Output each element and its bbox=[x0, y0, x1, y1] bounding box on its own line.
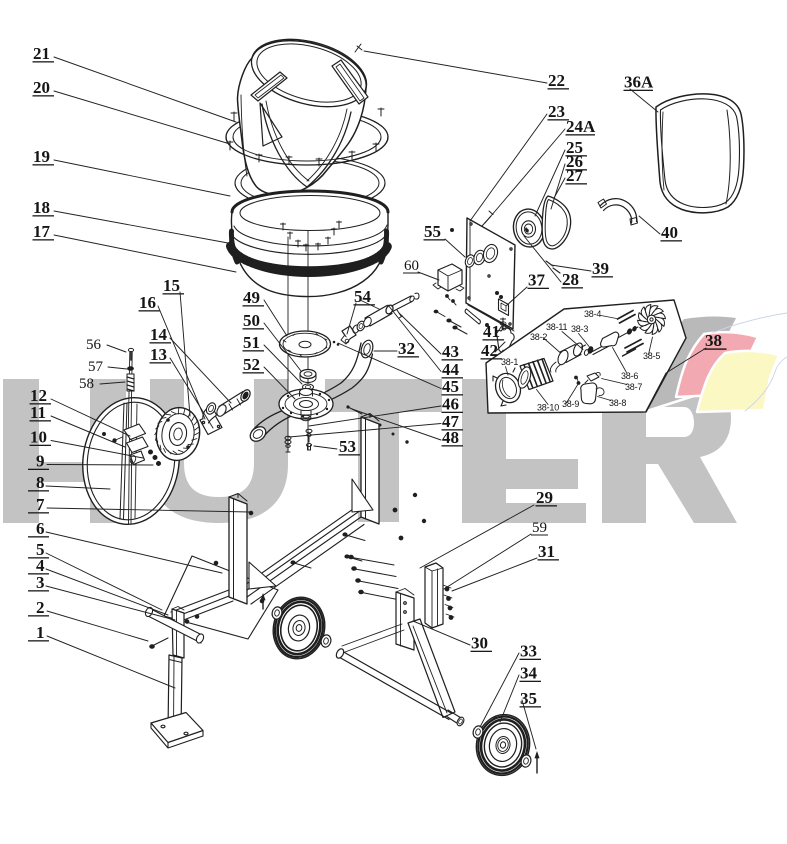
svg-text:12: 12 bbox=[30, 386, 47, 405]
svg-text:25: 25 bbox=[566, 138, 583, 157]
svg-text:37: 37 bbox=[528, 271, 546, 290]
svg-text:7: 7 bbox=[36, 495, 45, 514]
svg-text:51: 51 bbox=[243, 333, 260, 352]
svg-text:38-7: 38-7 bbox=[625, 382, 642, 392]
svg-text:38-3: 38-3 bbox=[571, 324, 588, 334]
svg-text:29: 29 bbox=[536, 488, 553, 507]
svg-text:32: 32 bbox=[398, 339, 415, 358]
svg-text:2: 2 bbox=[36, 598, 45, 617]
svg-text:53: 53 bbox=[339, 437, 356, 456]
svg-text:38-6: 38-6 bbox=[621, 371, 638, 381]
svg-text:23: 23 bbox=[548, 102, 565, 121]
svg-text:1: 1 bbox=[36, 623, 45, 642]
svg-text:13: 13 bbox=[150, 345, 167, 364]
svg-text:33: 33 bbox=[520, 642, 537, 661]
svg-text:5: 5 bbox=[36, 540, 45, 559]
svg-text:40: 40 bbox=[661, 223, 678, 242]
svg-text:38-1: 38-1 bbox=[501, 357, 518, 367]
svg-text:45: 45 bbox=[442, 377, 459, 396]
svg-text:16: 16 bbox=[139, 293, 156, 312]
svg-text:20: 20 bbox=[33, 78, 50, 97]
svg-text:38-4: 38-4 bbox=[584, 309, 601, 319]
svg-text:38-2: 38-2 bbox=[530, 332, 547, 342]
svg-text:31: 31 bbox=[538, 542, 555, 561]
svg-text:41: 41 bbox=[483, 322, 500, 341]
svg-text:59: 59 bbox=[532, 520, 547, 536]
svg-text:52: 52 bbox=[243, 355, 260, 374]
svg-text:8: 8 bbox=[36, 473, 45, 492]
svg-text:4: 4 bbox=[36, 556, 45, 575]
svg-text:47: 47 bbox=[442, 412, 460, 431]
svg-text:17: 17 bbox=[33, 222, 51, 241]
svg-text:22: 22 bbox=[548, 71, 565, 90]
svg-text:46: 46 bbox=[442, 395, 459, 414]
svg-text:39: 39 bbox=[592, 259, 609, 278]
svg-text:50: 50 bbox=[243, 311, 260, 330]
svg-text:24A: 24A bbox=[566, 117, 596, 136]
svg-text:19: 19 bbox=[33, 147, 50, 166]
svg-text:55: 55 bbox=[424, 222, 441, 241]
svg-text:10: 10 bbox=[30, 428, 47, 447]
svg-text:35: 35 bbox=[520, 689, 537, 708]
svg-text:15: 15 bbox=[163, 276, 180, 295]
svg-text:28: 28 bbox=[562, 270, 579, 289]
svg-text:44: 44 bbox=[442, 360, 460, 379]
svg-text:38: 38 bbox=[705, 331, 722, 350]
svg-text:57: 57 bbox=[88, 359, 104, 375]
svg-text:42: 42 bbox=[481, 341, 498, 360]
svg-text:26: 26 bbox=[566, 152, 583, 171]
svg-text:60: 60 bbox=[404, 258, 419, 274]
svg-text:49: 49 bbox=[243, 288, 260, 307]
svg-text:34: 34 bbox=[520, 664, 538, 683]
svg-text:58: 58 bbox=[79, 376, 94, 392]
svg-text:38-11: 38-11 bbox=[546, 322, 568, 332]
svg-text:38-8: 38-8 bbox=[609, 398, 626, 408]
svg-text:30: 30 bbox=[471, 634, 488, 653]
svg-text:18: 18 bbox=[33, 198, 50, 217]
svg-text:36A: 36A bbox=[624, 73, 654, 92]
svg-text:38-10: 38-10 bbox=[537, 403, 559, 413]
svg-text:11: 11 bbox=[30, 403, 46, 422]
svg-text:6: 6 bbox=[36, 519, 45, 538]
svg-text:38-5: 38-5 bbox=[643, 351, 660, 361]
svg-text:14: 14 bbox=[150, 325, 168, 344]
svg-text:54: 54 bbox=[354, 287, 372, 306]
svg-text:38-9: 38-9 bbox=[562, 399, 579, 409]
svg-text:21: 21 bbox=[33, 44, 50, 63]
svg-text:9: 9 bbox=[36, 452, 45, 471]
svg-text:27: 27 bbox=[566, 166, 584, 185]
svg-text:48: 48 bbox=[442, 428, 459, 447]
svg-text:43: 43 bbox=[442, 342, 459, 361]
svg-text:56: 56 bbox=[86, 337, 102, 353]
svg-text:3: 3 bbox=[36, 573, 45, 592]
